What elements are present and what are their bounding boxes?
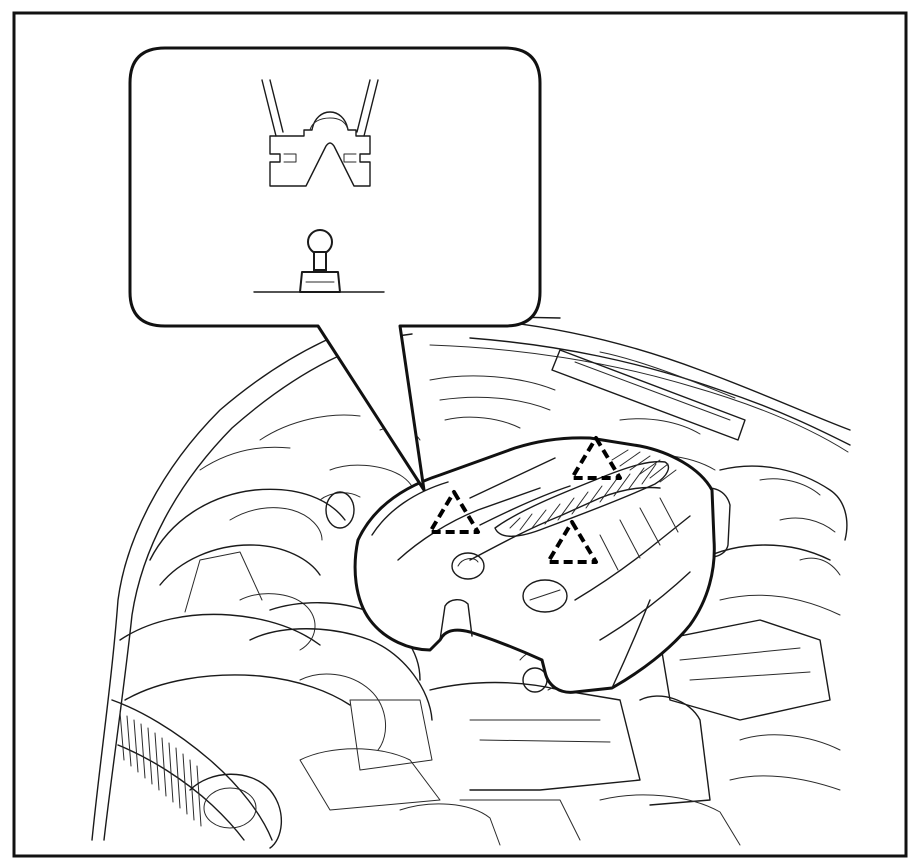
callout-bubble bbox=[128, 46, 542, 492]
brand-emblem bbox=[451, 552, 485, 580]
cover-clip-grommet bbox=[261, 79, 379, 187]
engine-cover bbox=[353, 436, 716, 694]
clip-location-marker bbox=[570, 436, 622, 480]
ball-stud bbox=[253, 229, 385, 293]
clip-location-marker bbox=[546, 520, 598, 564]
clip-location-marker bbox=[428, 490, 480, 534]
oil-filler-cap bbox=[522, 579, 568, 613]
